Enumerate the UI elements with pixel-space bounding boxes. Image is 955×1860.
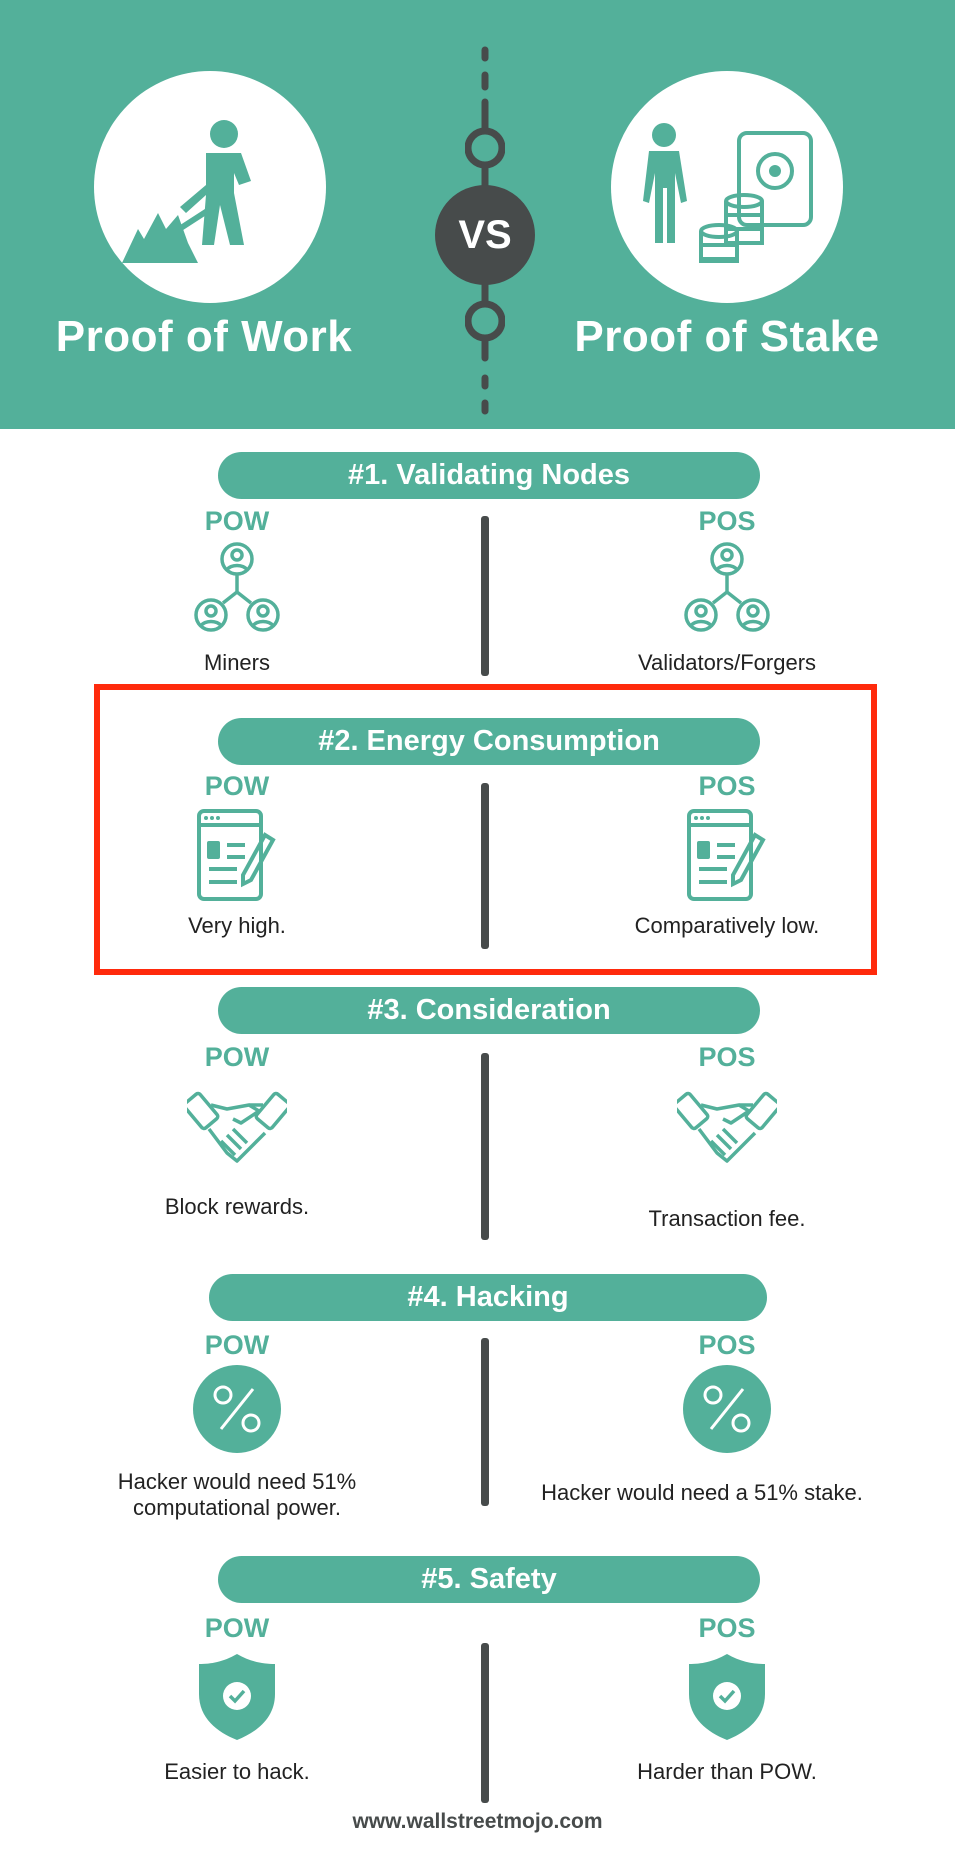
pow-label: POW — [204, 506, 270, 536]
pos-label: POS — [698, 1330, 756, 1360]
network-nodes-icon — [677, 537, 777, 637]
investor-safe-coins-icon — [643, 123, 813, 263]
pow-description: Block rewards. — [164, 1194, 310, 1219]
pos-circle — [611, 71, 843, 303]
network-nodes-icon — [187, 537, 287, 637]
document-edit-icon — [677, 805, 777, 905]
pow-label: POW — [204, 1330, 270, 1360]
shield-check-icon — [677, 1646, 777, 1746]
pos-label: POS — [698, 506, 756, 536]
section-title-pill: #4. Hacking — [209, 1274, 767, 1321]
pow-label: POW — [204, 1613, 270, 1643]
pow-description: Very high. — [188, 913, 286, 938]
shield-check-icon — [187, 1646, 287, 1746]
section-title-pill: #2. Energy Consumption — [218, 718, 760, 765]
miner-digging-icon — [122, 120, 251, 263]
pow-description: Easier to hack. — [164, 1759, 310, 1784]
section-title-pill: #3. Consideration — [218, 987, 760, 1034]
pos-title: Proof of Stake — [574, 312, 880, 361]
pos-label: POS — [698, 1042, 756, 1072]
section-title-pill: #1. Validating Nodes — [218, 452, 760, 499]
pos-description: Validators/Forgers — [637, 650, 817, 675]
column-divider — [481, 516, 489, 676]
pos-label: POS — [698, 1613, 756, 1643]
pos-label: POS — [698, 771, 756, 801]
pow-description: Hacker would need 51% computational powe… — [117, 1469, 357, 1520]
pos-description: Harder than POW. — [637, 1759, 817, 1784]
pow-title: Proof of Work — [55, 312, 353, 361]
handshake-icon — [187, 1077, 287, 1177]
timeline-connector — [465, 46, 505, 415]
footer-url[interactable]: www.wallstreetmojo.com — [352, 1810, 603, 1833]
pow-label: POW — [204, 1042, 270, 1072]
handshake-icon — [677, 1077, 777, 1177]
percent-icon — [187, 1359, 287, 1459]
column-divider — [481, 1643, 489, 1803]
pos-description: Comparatively low. — [634, 913, 820, 938]
column-divider — [481, 1053, 489, 1240]
highlight-box — [94, 684, 877, 975]
column-divider — [481, 783, 489, 949]
column-divider — [481, 1338, 489, 1506]
pow-description: Miners — [203, 650, 270, 675]
vs-badge: VS — [435, 185, 535, 285]
document-edit-icon — [187, 805, 287, 905]
pos-description: Hacker would need a 51% stake. — [541, 1480, 863, 1505]
pow-label: POW — [204, 771, 270, 801]
section-title-pill: #5. Safety — [218, 1556, 760, 1603]
pos-description: Transaction fee. — [648, 1206, 806, 1231]
percent-icon — [677, 1359, 777, 1459]
header-banner: Proof of Work Proof of Stake VS — [0, 0, 955, 429]
pow-circle — [94, 71, 326, 303]
